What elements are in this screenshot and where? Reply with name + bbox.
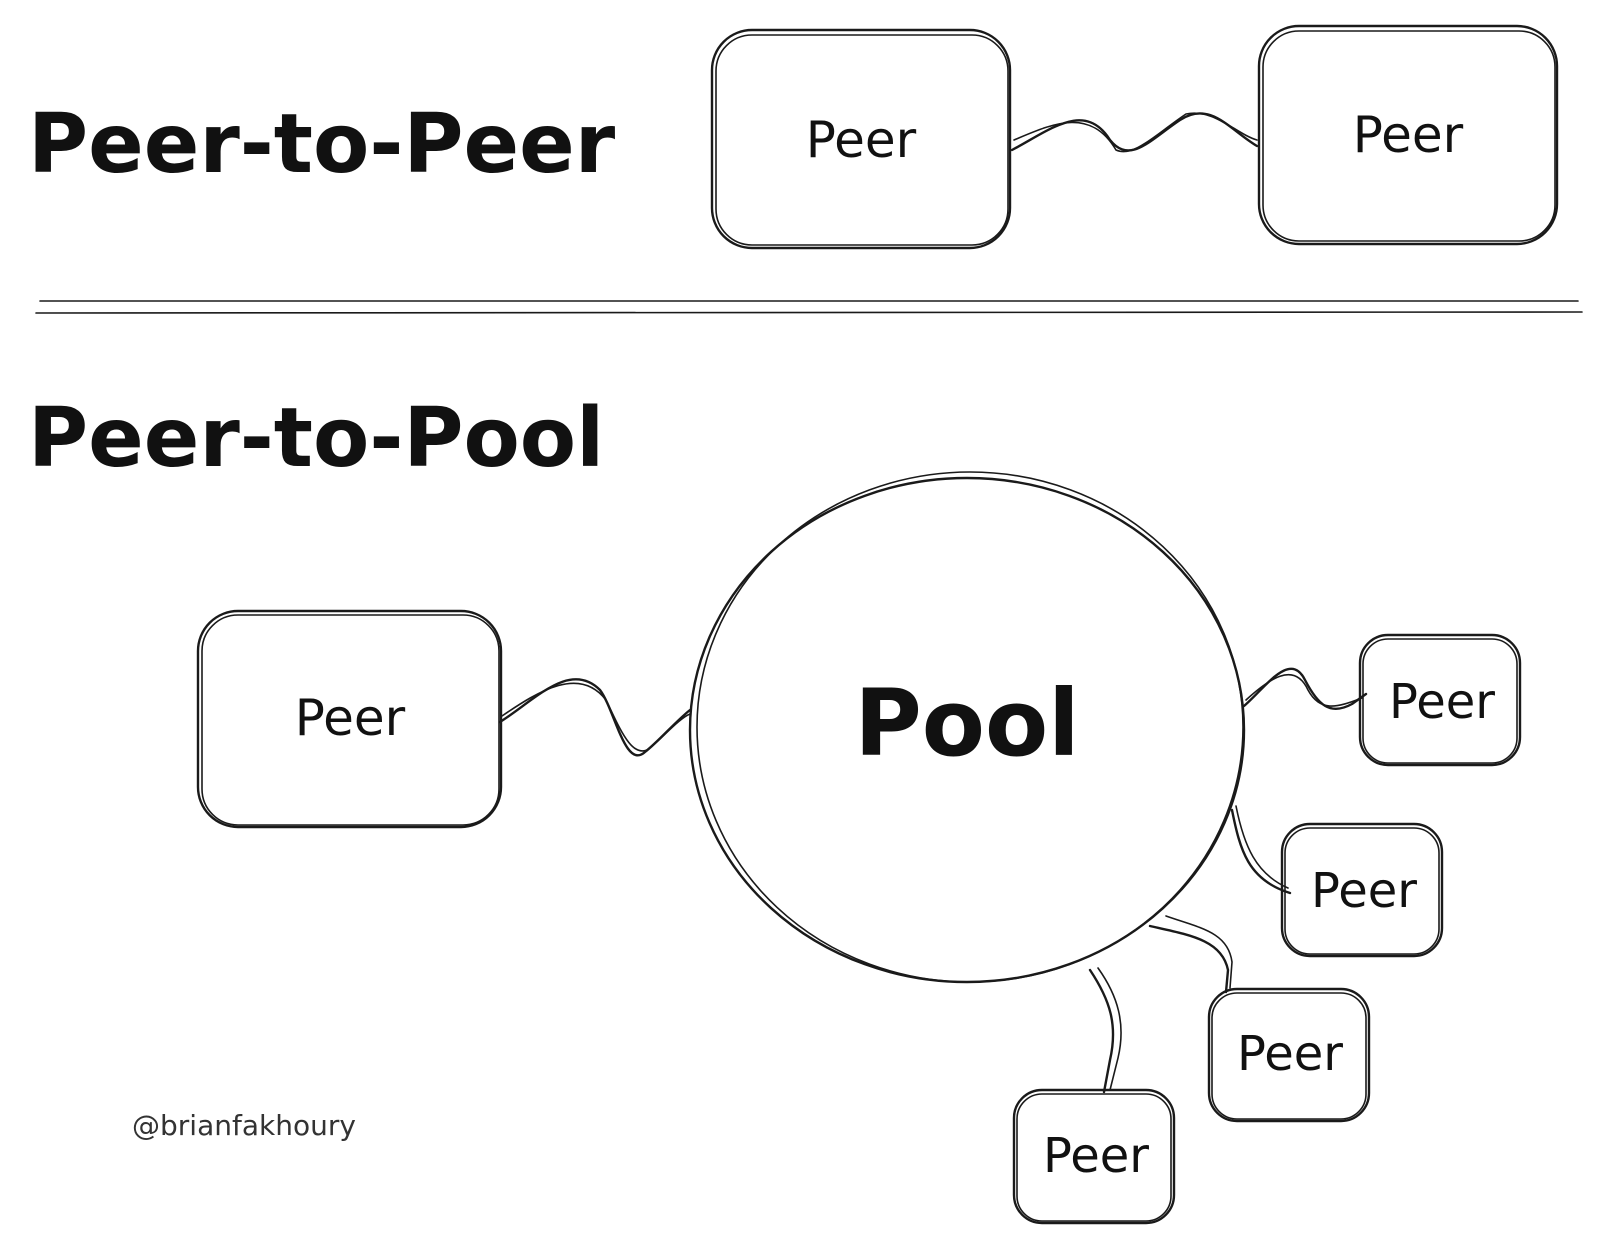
peer-box-pool-right-2: Peer [1280, 822, 1444, 958]
connector-pool-peer-2 [1230, 805, 1292, 895]
heading-peer-to-peer: Peer-to-Peer [28, 97, 616, 192]
peer-box-top-right: Peer [1257, 24, 1559, 246]
author-credit: @brianfakhoury [132, 1109, 356, 1142]
peer-box-pool-right-3: Peer [1207, 987, 1371, 1123]
peer-box-top-left: Peer [710, 28, 1012, 250]
peer-box-pool-left: Peer [196, 609, 503, 829]
peer-box-pool-right-4-label: Peer [1043, 1128, 1149, 1184]
connector-pool-peer-4 [1088, 967, 1122, 1094]
heading-peer-to-pool: Peer-to-Pool [28, 391, 604, 486]
peer-box-pool-right-4: Peer [1012, 1088, 1176, 1225]
peer-box-pool-left-label: Peer [295, 689, 406, 747]
peer-box-pool-right-1: Peer [1358, 633, 1522, 767]
peer-box-pool-right-1-label: Peer [1389, 674, 1495, 730]
connector-top-peers [1010, 112, 1259, 153]
connector-pool-peer-1 [1242, 667, 1368, 710]
peer-box-pool-right-3-label: Peer [1237, 1026, 1343, 1082]
section-divider [35, 300, 1583, 314]
connector-pool-peer-3 [1148, 915, 1233, 994]
pool-label: Pool [854, 670, 1079, 777]
peer-box-pool-right-2-label: Peer [1311, 863, 1417, 919]
pool-circle: Pool [688, 471, 1246, 984]
peer-box-top-right-label: Peer [1353, 106, 1464, 164]
connector-left-peer-pool [498, 678, 692, 757]
peer-box-top-left-label: Peer [806, 111, 917, 169]
